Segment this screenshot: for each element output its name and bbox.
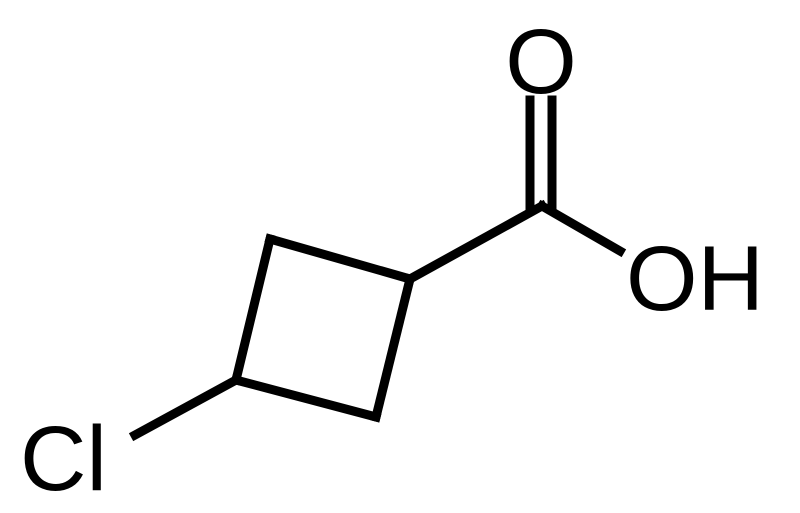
hydroxyl-label: OH bbox=[626, 228, 764, 330]
cyclobutane-ring bbox=[230, 233, 416, 423]
chlorine-label: Cl bbox=[20, 408, 107, 510]
oxygen-label: O bbox=[505, 11, 577, 113]
carbonyl-double-bond bbox=[525, 95, 557, 211]
ring-bond-bottom bbox=[230, 374, 382, 423]
hydroxyl-bond bbox=[535, 199, 627, 258]
ring-bond-right bbox=[370, 273, 416, 423]
chlorine-bond bbox=[128, 373, 243, 442]
ring-to-carboxyl-bond bbox=[403, 199, 549, 286]
ring-bond-left bbox=[230, 233, 276, 386]
ring-bond-top bbox=[264, 233, 416, 285]
